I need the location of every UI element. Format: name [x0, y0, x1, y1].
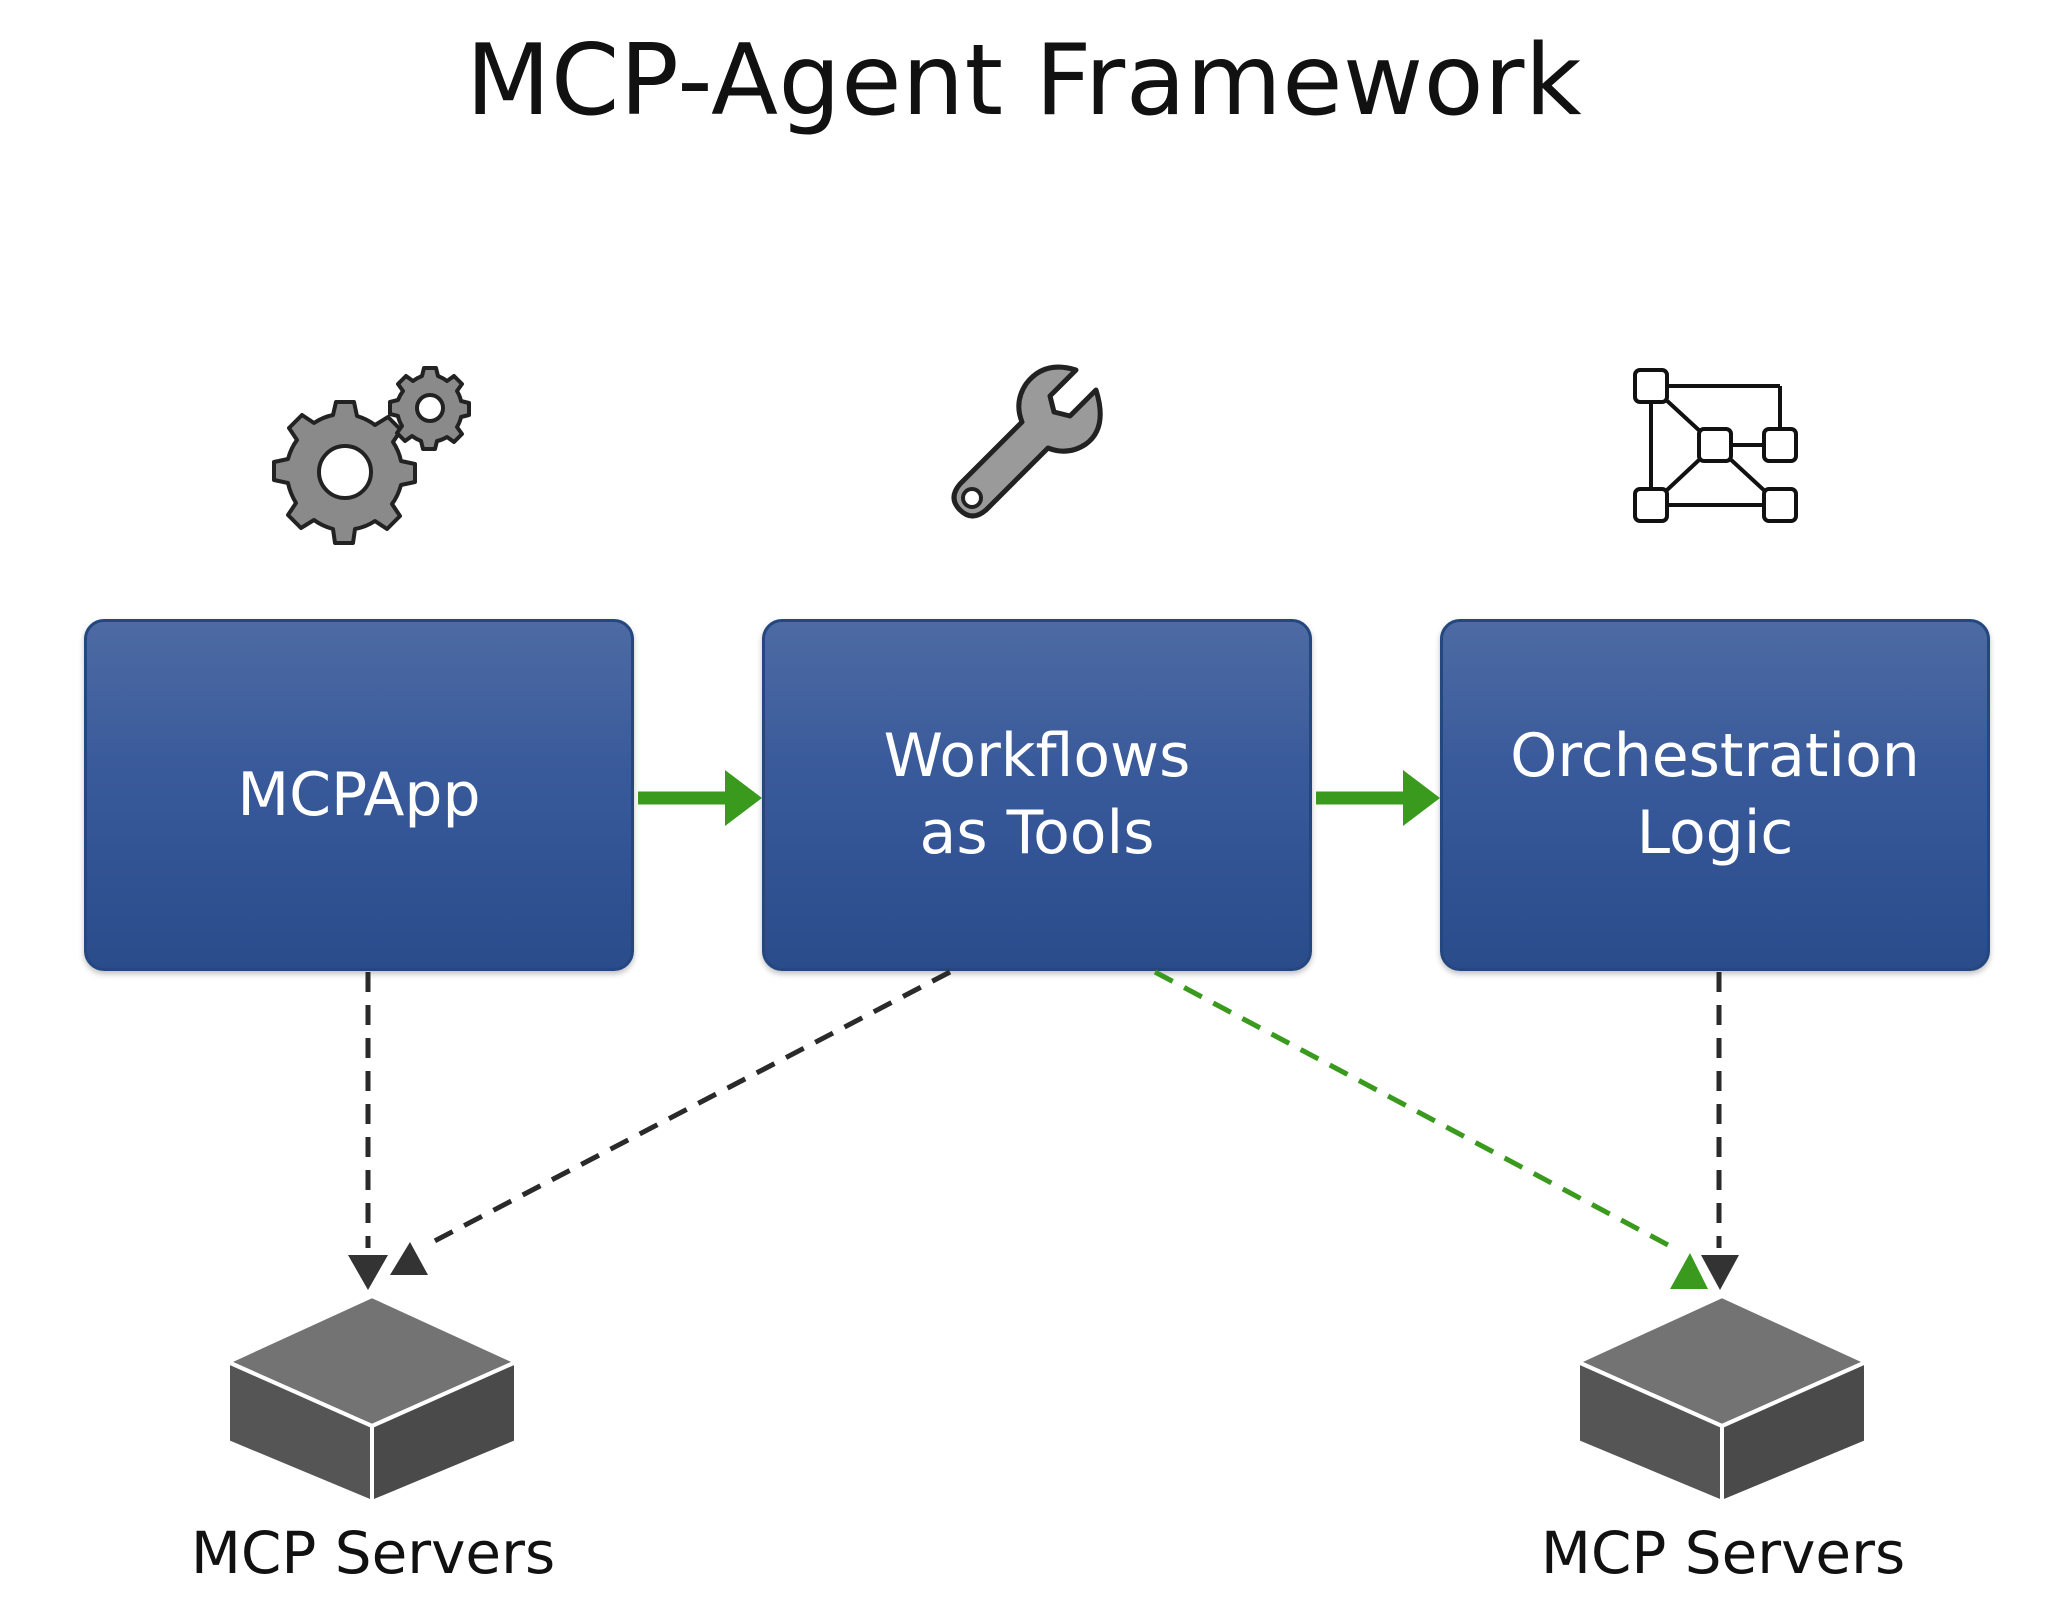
workflows-label-line2: as Tools — [919, 798, 1155, 868]
server-label-right: MCP Servers — [1540, 1519, 1906, 1587]
orchestration-label-line1: Orchestration — [1510, 721, 1920, 792]
server-cube-icon — [1573, 1293, 1871, 1505]
diagram-title: MCP-Agent Framework — [465, 24, 1583, 138]
network-graph-icon — [1633, 368, 1798, 523]
mcpapp-label: MCPApp — [237, 759, 481, 830]
dashed-connector-workflows-to-right-server — [1153, 969, 1672, 1249]
arrowhead-down-right — [1701, 1255, 1739, 1290]
arrowhead-up-right-green — [1670, 1253, 1708, 1289]
gears-icon — [272, 366, 471, 545]
arrowhead-down-left — [348, 1255, 388, 1290]
flow-arrow-2 — [1316, 770, 1440, 826]
server-cube-icon — [223, 1293, 521, 1505]
dashed-connector-workflows-to-left-server — [423, 969, 952, 1249]
orchestration-logic-box: Orchestration Logic — [1440, 619, 1990, 971]
workflows-label-line1: Workflows — [883, 721, 1191, 792]
workflows-as-tools-box: Workflows as Tools — [762, 619, 1312, 971]
mcpapp-box: MCPApp — [84, 619, 634, 971]
orchestration-label-line2: Logic — [1636, 798, 1794, 868]
server-label-left: MCP Servers — [190, 1519, 556, 1587]
arrowhead-up-left — [390, 1242, 428, 1275]
wrench-icon — [951, 364, 1103, 519]
flow-arrow-1 — [638, 770, 762, 826]
